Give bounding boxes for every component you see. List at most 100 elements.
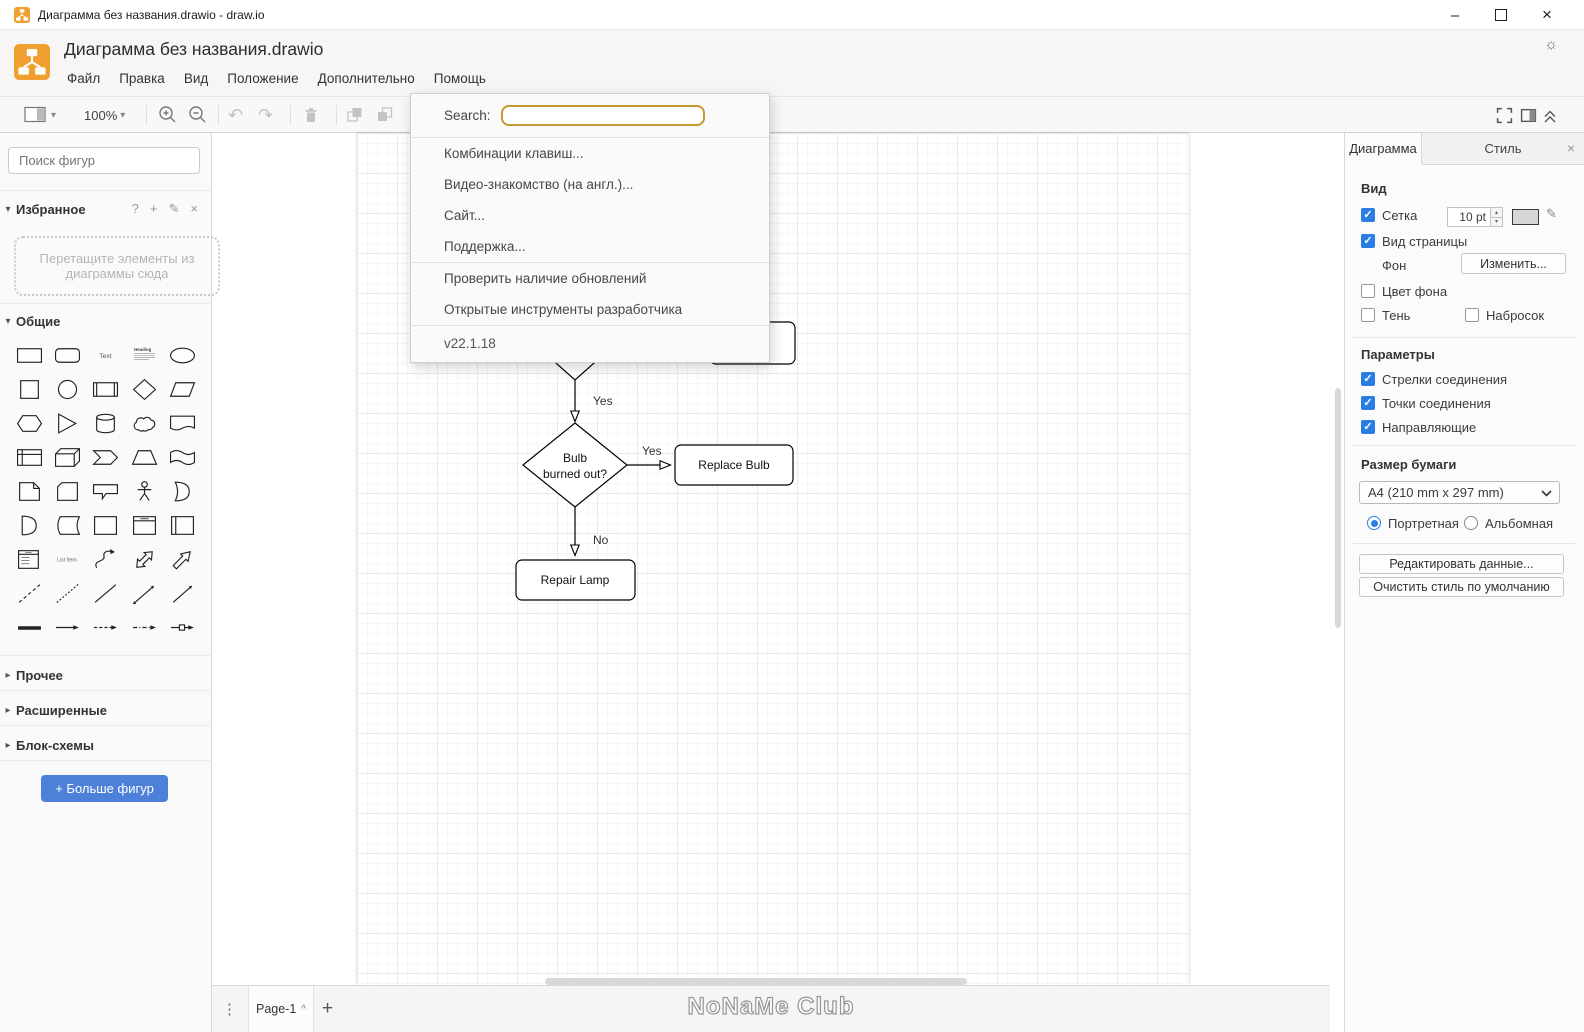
shape-rounded-rectangle[interactable] [48, 342, 86, 368]
minimize-button[interactable]: – [1450, 6, 1460, 24]
menu-item-quick-start-video[interactable]: Видео-знакомство (на англ.)... [444, 177, 634, 192]
shape-text[interactable]: Text [87, 342, 125, 368]
portrait-radio[interactable] [1367, 516, 1381, 530]
close-button[interactable]: × [1542, 5, 1552, 24]
edit-icon[interactable]: ✎ [168, 201, 180, 216]
shape-link[interactable] [10, 614, 48, 640]
shape-list[interactable] [10, 546, 48, 572]
shape-diamond[interactable] [125, 376, 163, 402]
shape-square[interactable] [10, 376, 48, 402]
shape-data-storage[interactable] [48, 512, 86, 538]
paper-size-select[interactable]: A4 (210 mm x 297 mm) [1359, 481, 1560, 504]
clear-default-style-button[interactable]: Очистить стиль по умолчанию [1359, 577, 1564, 597]
to-back-button[interactable] [376, 104, 394, 126]
shape-textbox[interactable]: Heading [125, 342, 163, 368]
stepper-down-icon[interactable]: ▾ [1491, 216, 1503, 227]
landscape-radio[interactable] [1464, 516, 1478, 530]
shape-dotted-line[interactable] [48, 580, 86, 606]
close-panel-icon[interactable]: × [1566, 140, 1575, 156]
shape-dashed-connector[interactable] [87, 614, 125, 640]
connection-points-checkbox[interactable]: ✓ [1361, 396, 1375, 410]
menu-edit[interactable]: Правка [119, 71, 165, 86]
flow-decision-diamond[interactable] [522, 422, 628, 508]
grid-checkbox[interactable]: ✓ [1361, 208, 1375, 222]
undo-button[interactable]: ↶ [228, 104, 243, 126]
shape-symbol-connector[interactable] [164, 614, 202, 640]
shape-process[interactable] [87, 376, 125, 402]
favorites-dropzone[interactable]: Перетащите элементы из диаграммы сюда [14, 236, 220, 296]
sketch-checkbox[interactable] [1465, 308, 1479, 322]
add-page-button[interactable]: + [322, 998, 334, 1019]
shape-tape[interactable] [164, 444, 202, 470]
fullscreen-button[interactable] [1496, 104, 1513, 126]
shape-dashed-line[interactable] [10, 580, 48, 606]
shape-dashdot-connector[interactable] [125, 614, 163, 640]
tab-style[interactable]: Стиль × [1422, 133, 1584, 165]
shape-circle[interactable] [48, 376, 86, 402]
section-general[interactable]: ▾ Общие [0, 309, 212, 333]
shape-step[interactable] [87, 444, 125, 470]
shadow-checkbox[interactable] [1361, 308, 1375, 322]
theme-icon[interactable]: ☼ [1544, 36, 1558, 53]
shape-cloud[interactable] [125, 410, 163, 436]
close-icon[interactable]: × [190, 201, 198, 216]
menu-item-keyboard-shortcuts[interactable]: Комбинации клавиш... [444, 146, 584, 161]
shape-or[interactable] [164, 478, 202, 504]
grid-color-edit-icon[interactable]: ✎ [1546, 206, 1557, 221]
pages-menu-icon[interactable]: ⋮ [222, 1001, 237, 1018]
menu-item-support[interactable]: Поддержка... [444, 239, 526, 254]
format-panel-toggle-button[interactable] [1520, 104, 1537, 126]
zoom-in-button[interactable] [158, 104, 178, 126]
help-icon[interactable]: ? [131, 201, 139, 216]
shape-arrow[interactable] [164, 546, 202, 572]
section-advanced[interactable]: ▸ Расширенные [0, 698, 212, 722]
section-misc[interactable]: ▸ Прочее [0, 663, 212, 687]
delete-button[interactable] [302, 104, 320, 126]
bg-color-checkbox[interactable] [1361, 284, 1375, 298]
shape-bidirectional-connector[interactable] [125, 580, 163, 606]
shape-and[interactable] [10, 512, 48, 538]
menu-help[interactable]: Помощь [433, 71, 486, 86]
maximize-button[interactable] [1478, 0, 1524, 30]
menu-item-version[interactable]: v22.1.18 [411, 325, 769, 362]
shape-arrow-connector[interactable] [48, 614, 86, 640]
more-shapes-button[interactable]: + Больше фигур [41, 775, 168, 802]
menu-extras[interactable]: Дополнительно [317, 71, 415, 86]
edit-data-button[interactable]: Редактировать данные... [1359, 554, 1564, 574]
section-favorites[interactable]: ▾ Избранное ? + ✎ × [0, 197, 212, 221]
page-view-checkbox[interactable]: ✓ [1361, 234, 1375, 248]
shape-ellipse[interactable] [164, 342, 202, 368]
shape-internal-storage[interactable] [10, 444, 48, 470]
grid-size-input[interactable]: 10 pt [1447, 207, 1491, 227]
redo-button[interactable]: ↷ [258, 104, 273, 126]
shape-vertical-container[interactable] [164, 512, 202, 538]
menu-item-website[interactable]: Сайт... [444, 208, 485, 223]
menu-arrange[interactable]: Положение [227, 71, 299, 86]
shape-actor[interactable] [125, 478, 163, 504]
menu-view[interactable]: Вид [183, 71, 209, 86]
canvas[interactable]: Yes Bulb burned out? Yes Replace Bulb No… [212, 133, 1341, 985]
shape-line[interactable] [87, 580, 125, 606]
shape-document[interactable] [164, 410, 202, 436]
shape-search-input[interactable] [17, 152, 197, 169]
shape-note[interactable] [10, 478, 48, 504]
zoom-out-button[interactable] [188, 104, 208, 126]
shape-container-title[interactable] [125, 512, 163, 538]
page-tab[interactable]: Page-1 ^ [248, 986, 314, 1032]
add-icon[interactable]: + [149, 201, 158, 216]
help-search-input[interactable] [500, 105, 705, 126]
connection-arrows-checkbox[interactable]: ✓ [1361, 372, 1375, 386]
grid-color-swatch[interactable] [1512, 209, 1539, 225]
shape-parallelogram[interactable] [164, 376, 202, 402]
stepper-up-icon[interactable]: ▴ [1491, 207, 1503, 217]
change-background-button[interactable]: Изменить... [1461, 253, 1566, 274]
shape-hexagon[interactable] [10, 410, 48, 436]
section-flowchart[interactable]: ▸ Блок-схемы [0, 733, 212, 757]
page-grid[interactable] [357, 133, 1189, 985]
flow-replace-bulb-box[interactable] [674, 444, 794, 486]
to-front-button[interactable] [346, 104, 364, 126]
shape-card[interactable] [48, 478, 86, 504]
vertical-scrollbar[interactable] [1335, 388, 1341, 628]
collapse-toolbar-button[interactable] [1542, 104, 1558, 126]
shape-curve[interactable] [87, 546, 125, 572]
